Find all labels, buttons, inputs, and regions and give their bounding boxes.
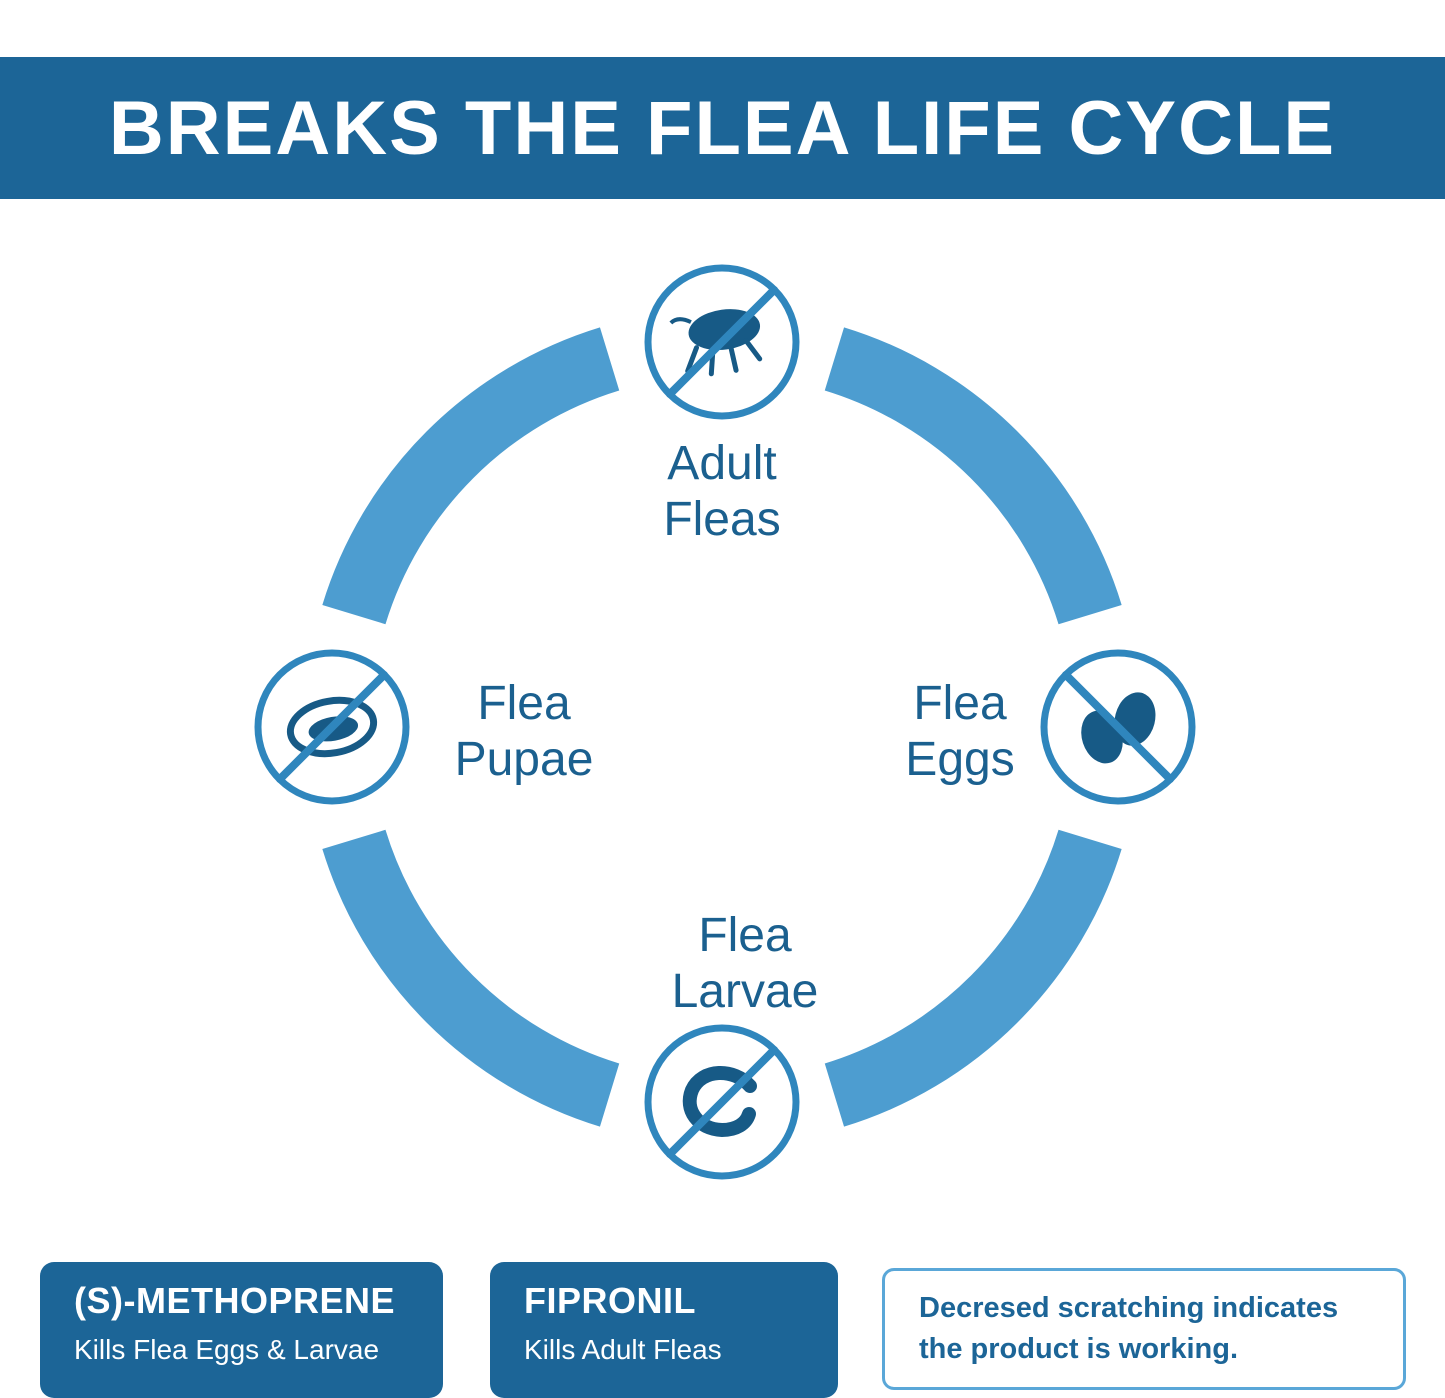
no-flea-eggs-icon (1040, 649, 1196, 805)
arc-top-left (322, 327, 620, 625)
no-adult-fleas-icon (644, 264, 800, 420)
arc-top-right (824, 327, 1122, 625)
no-flea-pupae-icon (254, 649, 410, 805)
label-flea-eggs: Flea Eggs (905, 677, 1015, 787)
cycle-graphic (254, 264, 1196, 1180)
label-flea-pupae: Flea Pupae (454, 677, 594, 787)
arc-bottom-left (322, 829, 620, 1127)
note-text: Decresed scratching indicates the produc… (919, 1292, 1339, 1365)
fipronil-box: FIPRONIL Kills Adult Fleas (490, 1262, 838, 1398)
label-flea-larvae: Flea Larvae (671, 909, 819, 1019)
fipronil-title: FIPRONIL (524, 1280, 696, 1321)
methoprene-subtitle: Kills Flea Eggs & Larvae (74, 1334, 380, 1365)
fipronil-subtitle: Kills Adult Fleas (524, 1334, 722, 1365)
note-box: Decresed scratching indicates the produc… (882, 1268, 1406, 1390)
methoprene-title: (S)-METHOPRENE (74, 1280, 395, 1321)
page-title: BREAKS THE FLEA LIFE CYCLE (108, 85, 1337, 171)
label-adult-fleas: Adult Fleas (663, 437, 781, 547)
header-banner: BREAKS THE FLEA LIFE CYCLE (0, 57, 1445, 199)
no-flea-larvae-icon (644, 1024, 800, 1180)
arc-bottom-right (824, 829, 1122, 1127)
methoprene-box: (S)-METHOPRENE Kills Flea Eggs & Larvae (40, 1262, 443, 1398)
life-cycle-diagram: Adult Fleas Flea Eggs Flea Larvae Flea P… (0, 200, 1445, 1262)
